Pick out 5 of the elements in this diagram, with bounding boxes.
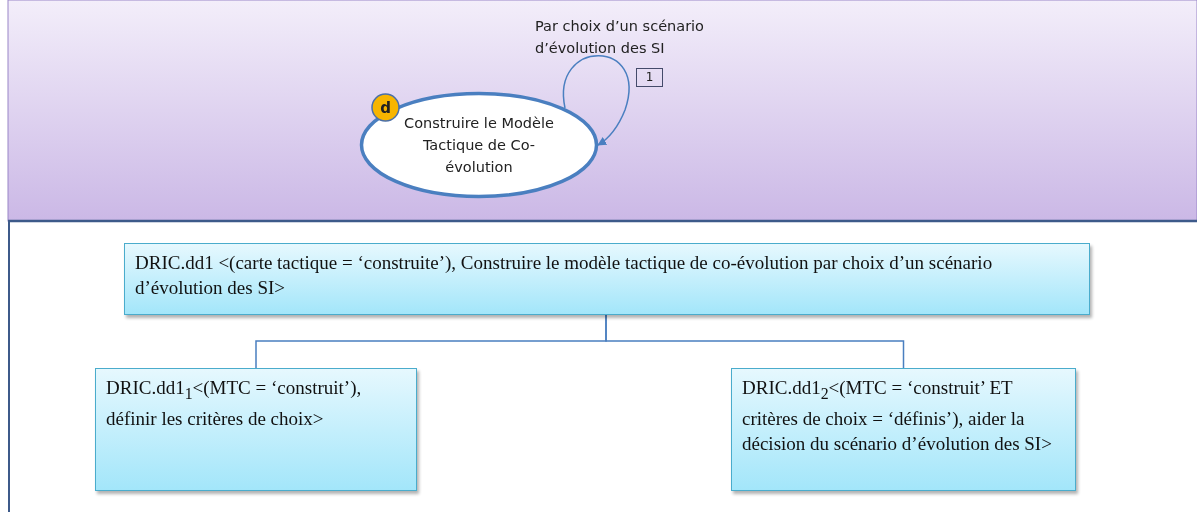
number-box: 1 — [636, 68, 663, 87]
connector-line — [605, 314, 905, 369]
status-badge: d — [371, 93, 400, 122]
edge-label: Par choix d’un scénario d’évolution des SI — [535, 17, 705, 58]
loop-arrow — [562, 55, 630, 146]
